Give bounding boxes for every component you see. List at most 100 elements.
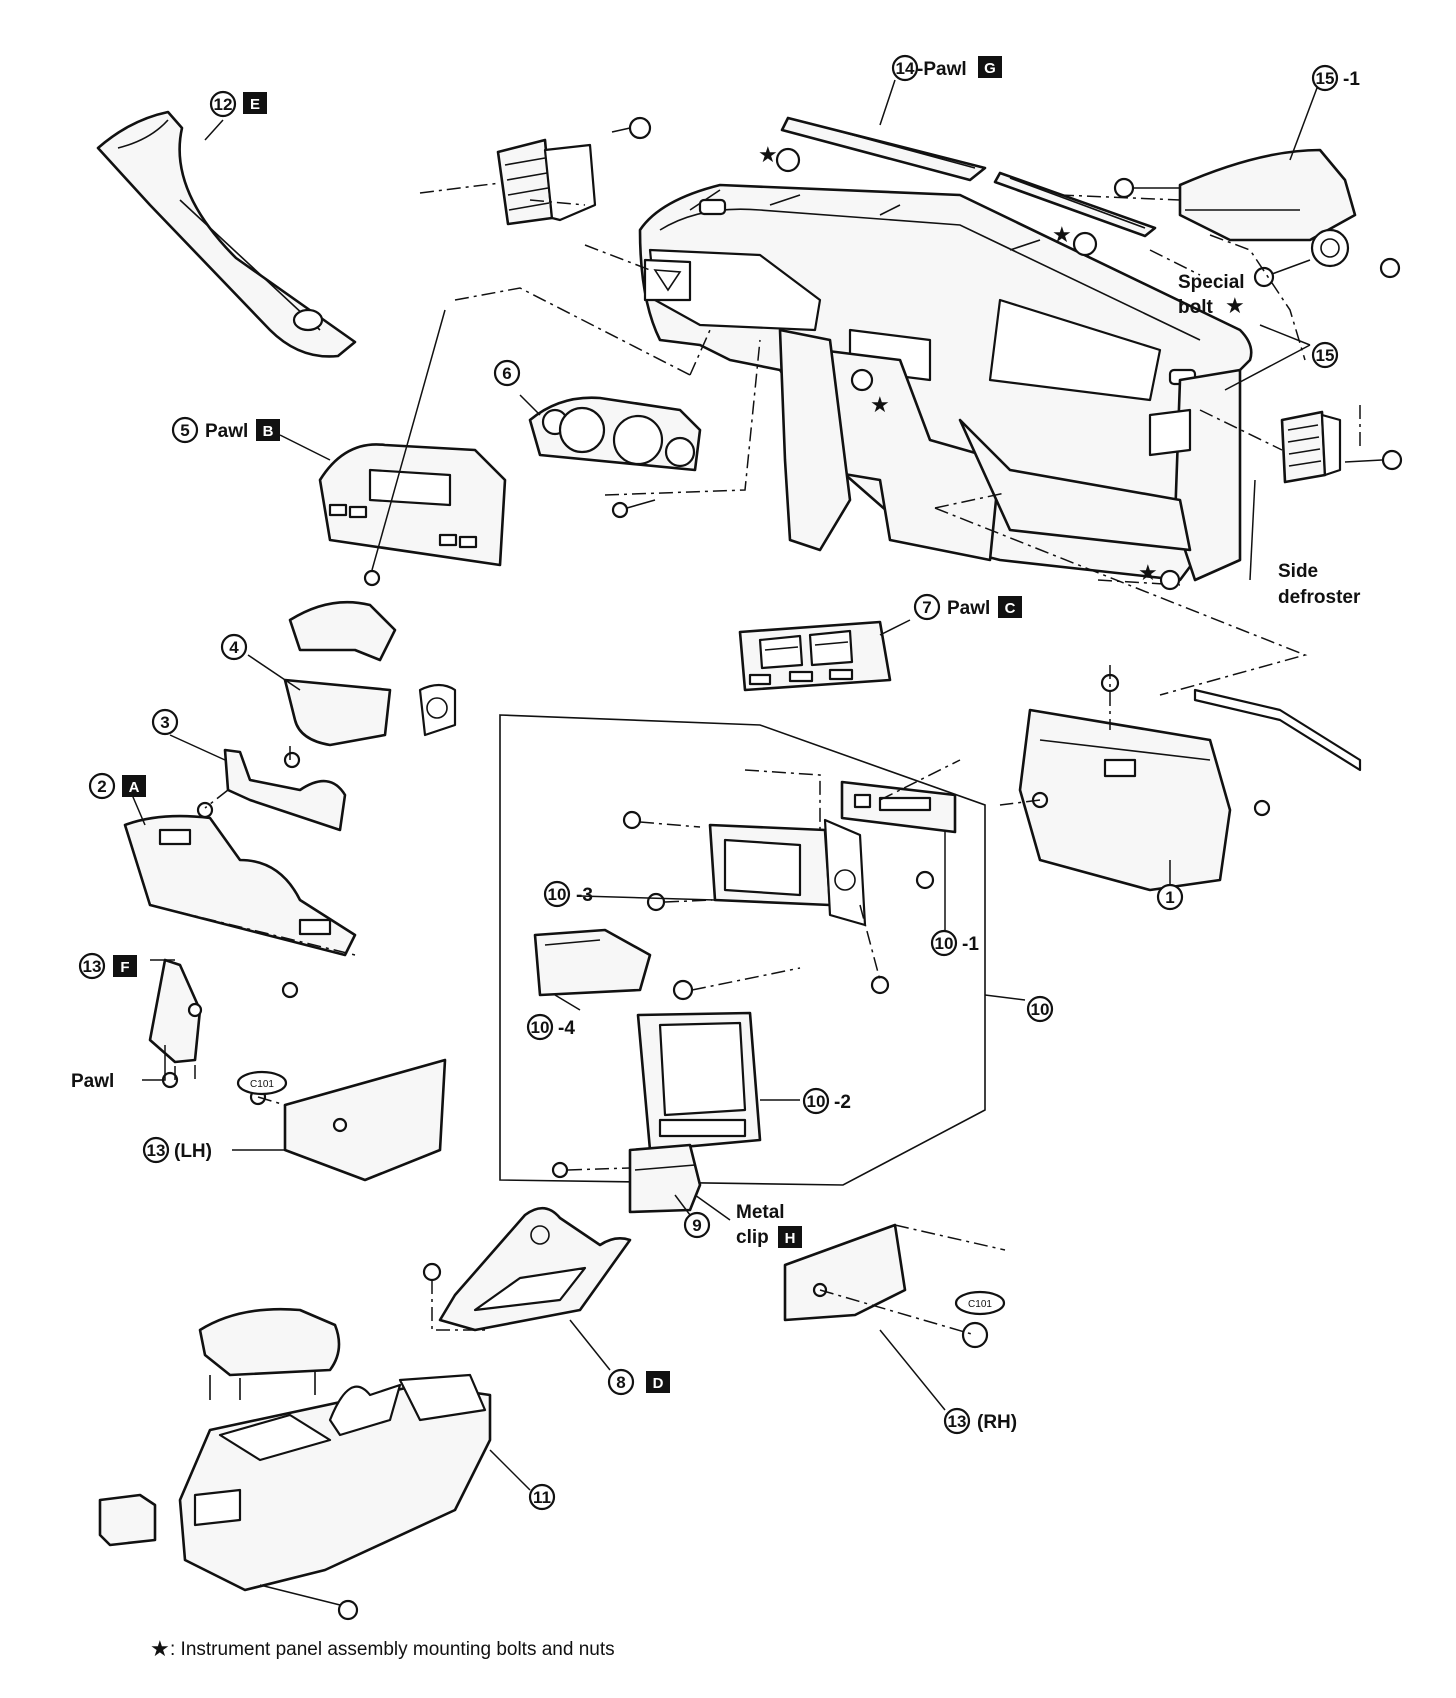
svg-text:6: 6 xyxy=(502,364,511,383)
footer-star: ★ xyxy=(150,1636,170,1661)
part-5-cluster-lid xyxy=(318,309,507,587)
svg-text:13: 13 xyxy=(147,1141,166,1160)
svg-text:14: 14 xyxy=(896,59,915,78)
svg-text:5: 5 xyxy=(180,421,189,440)
svg-text:10: 10 xyxy=(1031,1000,1050,1019)
callout-15: 15 xyxy=(1311,341,1339,369)
part-6-combination-meter xyxy=(528,396,702,519)
callout-4: 4 xyxy=(220,633,248,661)
callout-13-rh: 13 (RH) xyxy=(943,1407,1017,1435)
part-13-lh-kick-plate xyxy=(249,1058,447,1182)
callout-14: 14 -Pawl G xyxy=(891,54,1002,82)
part-7-center-vent xyxy=(738,620,892,692)
callout-10: 10 xyxy=(1026,995,1054,1023)
side-defroster-label: Side defroster xyxy=(1278,561,1361,608)
callout-8: 8 D xyxy=(607,1368,670,1396)
callout-13-lh: 13 (LH) xyxy=(142,1136,212,1164)
svg-text:Pawl: Pawl xyxy=(947,598,990,619)
svg-text:C101: C101 xyxy=(968,1299,992,1310)
part-13-rh-kick-plate xyxy=(783,1223,989,1349)
part-2-knee-protector xyxy=(123,814,357,999)
footer-note: ★ : Instrument panel assembly mounting b… xyxy=(150,1636,615,1661)
svg-text:10: 10 xyxy=(531,1018,550,1037)
part-4-column-cover xyxy=(283,600,457,769)
svg-text:4: 4 xyxy=(229,638,239,657)
svg-text:Pawl: Pawl xyxy=(205,421,248,442)
svg-text:13: 13 xyxy=(83,957,102,976)
svg-text:Metal: Metal xyxy=(736,1202,785,1223)
svg-text:10: 10 xyxy=(548,885,567,904)
callout-13f: 13 F xyxy=(78,952,137,980)
star-markers: ★ ★ ★ ★ xyxy=(758,142,1181,591)
callout-1: 1 xyxy=(1156,883,1184,911)
svg-text:2: 2 xyxy=(97,777,106,796)
callout-10-1: 10 -1 xyxy=(930,929,979,957)
svg-text:D: D xyxy=(653,1375,664,1392)
callout-6: 6 xyxy=(493,359,521,387)
svg-text:H: H xyxy=(785,1230,796,1247)
pawl-label: Pawl xyxy=(71,1071,114,1092)
star-marker: ★ xyxy=(1138,560,1158,585)
svg-text:-2: -2 xyxy=(834,1092,851,1113)
part-15-passenger-airbag xyxy=(1113,148,1401,288)
star-marker: ★ xyxy=(870,392,890,417)
svg-text:11: 11 xyxy=(533,1488,551,1507)
svg-text:★: ★ xyxy=(1225,293,1245,318)
svg-text:9: 9 xyxy=(692,1216,701,1235)
callout-15-1: 15 -1 xyxy=(1311,64,1360,92)
svg-text:3: 3 xyxy=(160,713,169,732)
metal-clip-label: Metal clip H xyxy=(736,1202,802,1248)
svg-text:bolt: bolt xyxy=(1178,297,1213,318)
part-9-pocket xyxy=(551,1143,702,1214)
svg-text:C101: C101 xyxy=(250,1079,274,1090)
svg-text:F: F xyxy=(120,959,129,976)
svg-text:15: 15 xyxy=(1316,69,1335,88)
svg-text:-3: -3 xyxy=(576,885,593,906)
callout-10-3: 10 -3 xyxy=(543,880,593,908)
svg-text:12: 12 xyxy=(214,95,233,114)
callout-11: 11 xyxy=(528,1483,556,1511)
svg-text:15: 15 xyxy=(1316,346,1335,365)
callout-5: 5 Pawl B xyxy=(171,416,280,444)
svg-text:-4: -4 xyxy=(558,1018,575,1039)
callout-10-4: 10 -4 xyxy=(526,1013,575,1041)
part-11-center-console xyxy=(98,1307,492,1621)
part-1-glove-box xyxy=(1018,673,1362,892)
svg-text:8: 8 xyxy=(616,1373,625,1392)
svg-text:E: E xyxy=(250,96,260,113)
callout-9: 9 xyxy=(683,1211,711,1239)
footer-text: : Instrument panel assembly mounting bol… xyxy=(170,1639,615,1660)
part-13f-side-trim xyxy=(148,958,203,1089)
callout-12: 12 E xyxy=(209,90,267,118)
special-bolt-label: Special bolt ★ xyxy=(1178,272,1245,318)
svg-text:-1: -1 xyxy=(962,934,979,955)
star-marker: ★ xyxy=(758,142,778,167)
svg-text:Special: Special xyxy=(1178,272,1245,293)
part-12-pillar-garnish xyxy=(96,110,357,358)
svg-text:Side: Side xyxy=(1278,561,1318,582)
right-side-defroster-vent xyxy=(1280,410,1403,484)
leader-lines xyxy=(129,79,1321,1491)
instrument-panel-main xyxy=(638,183,1253,582)
svg-text:A: A xyxy=(129,779,140,796)
svg-text:G: G xyxy=(984,60,996,77)
svg-text:C: C xyxy=(1005,600,1016,617)
c101-clip-right: C101 xyxy=(954,1290,1006,1316)
svg-text:defroster: defroster xyxy=(1278,587,1361,608)
callout-3: 3 xyxy=(151,708,179,736)
callout-7: 7 Pawl C xyxy=(913,593,1022,621)
svg-text:(RH): (RH) xyxy=(977,1412,1017,1433)
alignment-lines xyxy=(149,182,1361,1336)
svg-text:clip: clip xyxy=(736,1227,769,1248)
c101-clip-left: C101 xyxy=(236,1070,288,1096)
part-14-defroster-grille xyxy=(780,116,1157,238)
svg-text:7: 7 xyxy=(922,598,931,617)
part-8-console-finisher xyxy=(422,1206,632,1332)
svg-text:B: B xyxy=(263,423,274,440)
left-side-vent xyxy=(496,116,652,226)
svg-text:1: 1 xyxy=(1165,888,1174,907)
svg-text:10: 10 xyxy=(807,1092,826,1111)
svg-text:13: 13 xyxy=(948,1412,967,1431)
svg-text:-Pawl: -Pawl xyxy=(917,59,967,80)
